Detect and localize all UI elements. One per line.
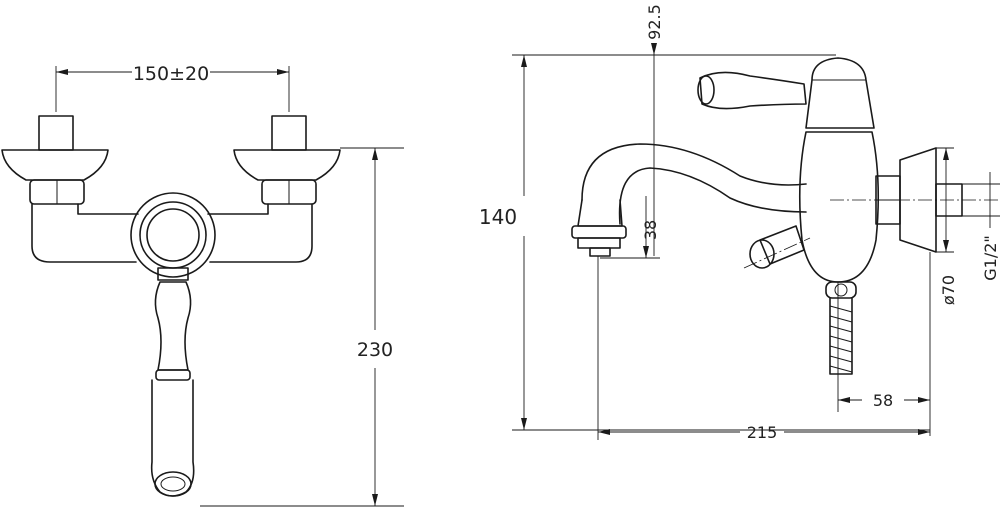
dim-side-height: 140 [479,205,517,229]
side-cartridge-cap [805,57,875,129]
diverter-knob [759,225,805,265]
central-knob-outer [130,192,216,278]
dim-front-height: 230 [357,339,393,361]
front-view: 150±20 230 [1,63,404,507]
dim-spout-height: 38 [641,220,660,240]
front-body-bar [31,203,313,263]
aerator [571,225,627,239]
dim-front-spacing: 150±20 [133,63,209,85]
handle-collar [157,267,189,281]
handle-grip [154,281,192,371]
right-flange [233,149,341,181]
dim-offset: 58 [873,391,893,410]
left-flange [1,149,109,181]
right-eccentric [271,115,307,151]
dim-length: 215 [747,423,778,442]
dim-diameter: ø70 [939,275,958,305]
side-view: 140 92.5 38 [479,4,1000,442]
left-eccentric [38,115,74,151]
side-spout-bottom [618,167,807,225]
side-spout-top [581,143,807,201]
front-spout [150,379,195,497]
dim-thread: G1/2" [981,235,1000,281]
central-knob-inner [146,208,200,262]
side-main-body [798,131,880,283]
side-top-handle [699,71,807,110]
hose-nut [825,281,857,299]
dim-side-top: 92.5 [645,4,664,40]
